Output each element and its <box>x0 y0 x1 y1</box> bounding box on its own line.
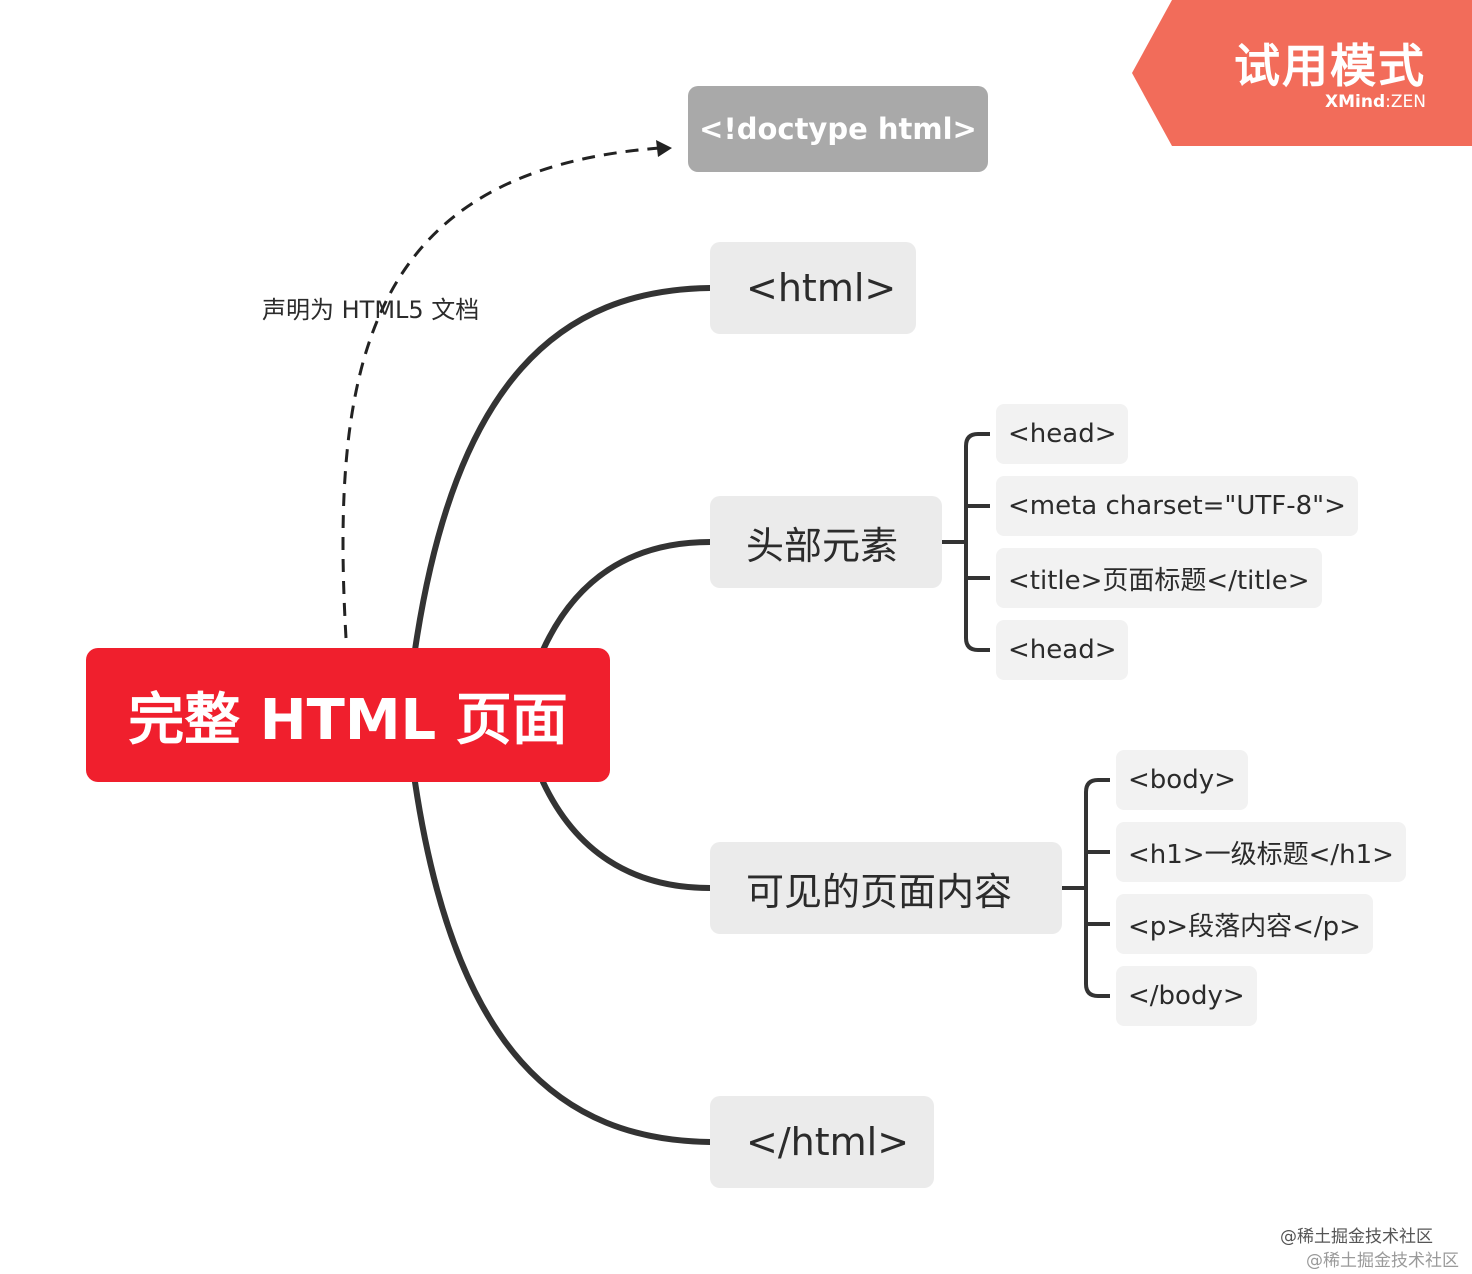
node-html-close[interactable]: </html> <box>710 1096 934 1188</box>
node-body-child-4[interactable]: </body> <box>1116 966 1257 1026</box>
node-doctype[interactable]: <!doctype html> <box>688 86 988 172</box>
node-root[interactable]: 完整 HTML 页面 <box>86 648 610 782</box>
node-head-child-1[interactable]: <head> <box>996 404 1129 464</box>
node-html-open[interactable]: <html> <box>710 242 916 334</box>
watermark-brand-bold: XMind <box>1325 92 1386 112</box>
edge-root-body <box>540 779 713 891</box>
watermark-brand-light: :ZEN <box>1385 92 1426 112</box>
edge-label-doctype: 声明为 HTML5 文档 <box>262 296 480 324</box>
node-head-child-2[interactable]: <meta charset="UTF-8"> <box>996 476 1358 536</box>
node-body-child-1[interactable]: <body> <box>1116 750 1248 810</box>
arrowhead <box>656 140 672 157</box>
edge-root-html <box>412 285 713 653</box>
credit-line-1: @稀土掘金技术社区 <box>1280 1227 1433 1247</box>
edge-root-head <box>540 539 713 653</box>
watermark-banner-shape <box>1132 0 1472 146</box>
node-body-child-3[interactable]: <p>段落内容</p> <box>1116 894 1373 954</box>
node-body-child-2[interactable]: <h1>一级标题</h1> <box>1116 822 1406 882</box>
trial-watermark: 试用模式 XMind:ZEN <box>1132 0 1472 146</box>
watermark-title: 试用模式 <box>1234 39 1426 93</box>
bracket-body <box>1062 778 1110 998</box>
node-body-group[interactable]: 可见的页面内容 <box>710 842 1062 934</box>
credit-line-2: @稀土掘金技术社区 <box>1306 1251 1459 1271</box>
node-head-child-4[interactable]: <head> <box>996 620 1129 680</box>
node-head-child-3[interactable]: <title>页面标题</title> <box>996 548 1322 608</box>
bracket-head <box>942 432 990 652</box>
node-head-group[interactable]: 头部元素 <box>710 496 942 588</box>
watermark-brand: XMind:ZEN <box>1325 92 1426 112</box>
edge-root-endhtml <box>412 779 713 1145</box>
edge-doctype-dashed <box>341 146 661 639</box>
